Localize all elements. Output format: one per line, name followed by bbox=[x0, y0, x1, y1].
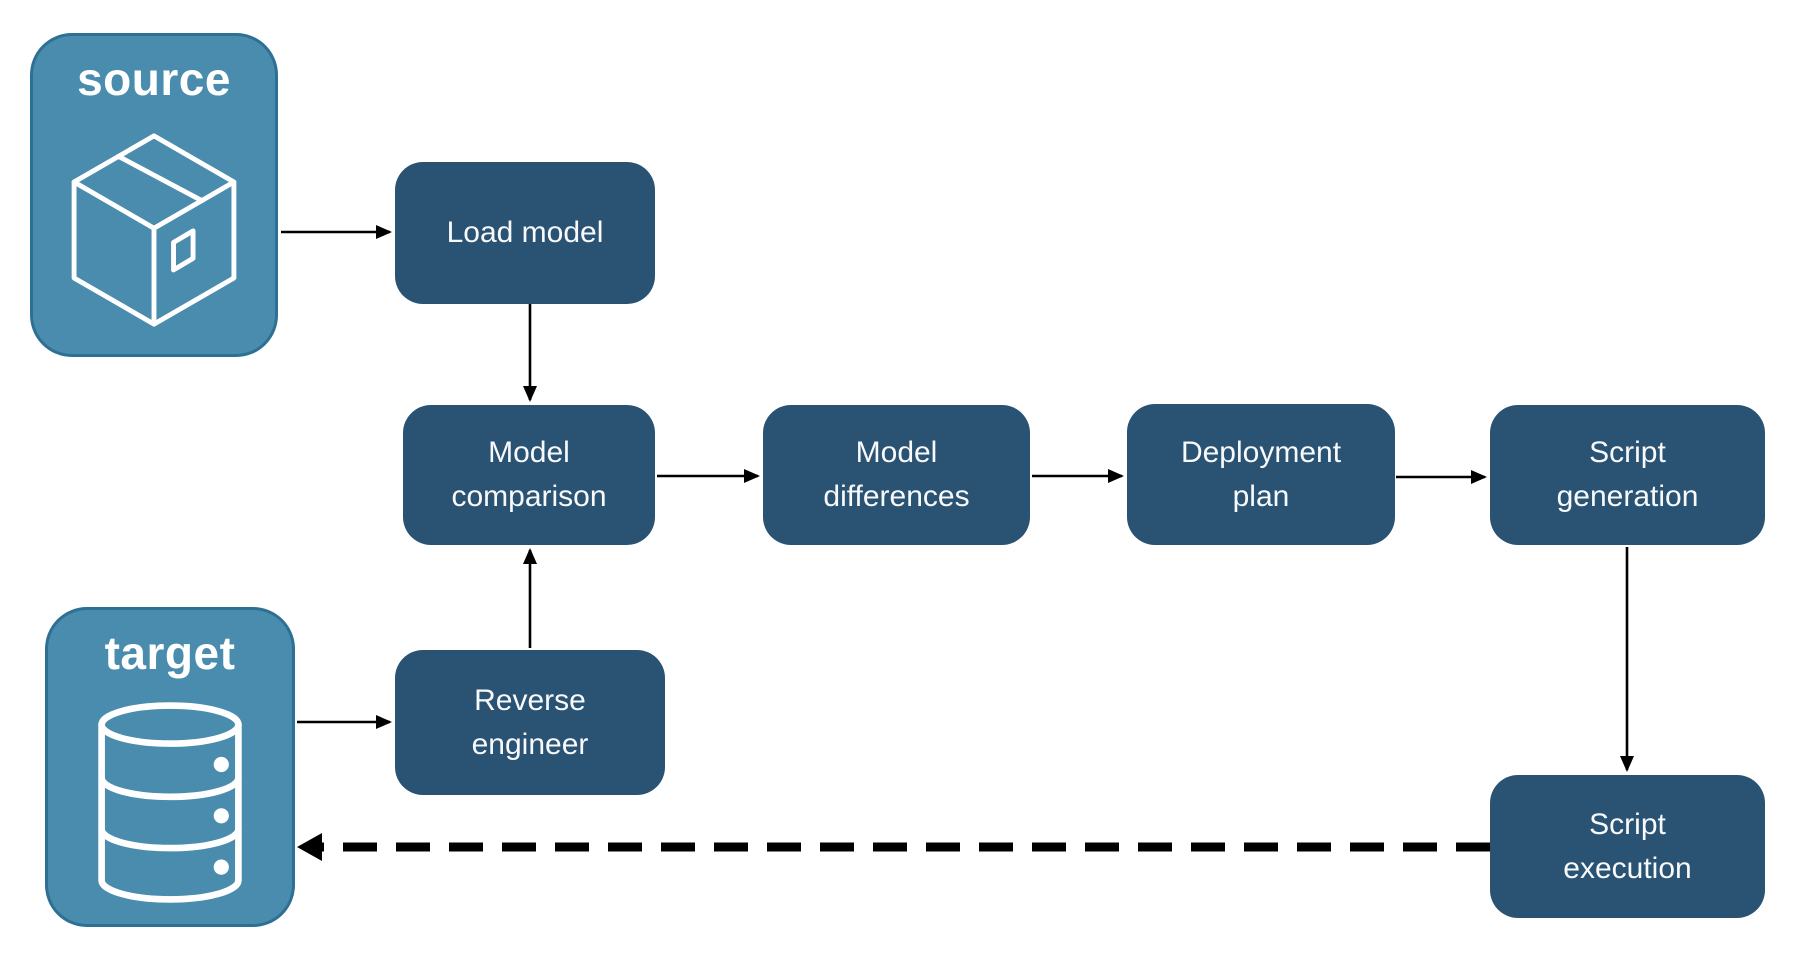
script-execution-node: Script execution bbox=[1490, 775, 1765, 918]
target-node: target bbox=[45, 607, 295, 927]
deployment-plan-node: Deployment plan bbox=[1127, 404, 1395, 545]
source-node: source bbox=[30, 33, 278, 357]
package-icon bbox=[71, 133, 237, 327]
load-model-node: Load model bbox=[395, 162, 655, 304]
model-comparison-node: Model comparison bbox=[403, 405, 655, 545]
target-label: target bbox=[104, 627, 236, 679]
dashed-arrowhead bbox=[297, 833, 322, 861]
model-differences-node: Model differences bbox=[763, 405, 1030, 545]
database-icon bbox=[98, 701, 242, 903]
source-icon-wrap bbox=[33, 106, 275, 354]
script-generation-node: Script generation bbox=[1490, 405, 1765, 545]
target-icon-wrap bbox=[48, 680, 292, 924]
reverse-engineer-node: Reverse engineer bbox=[395, 650, 665, 795]
source-label: source bbox=[77, 53, 231, 105]
